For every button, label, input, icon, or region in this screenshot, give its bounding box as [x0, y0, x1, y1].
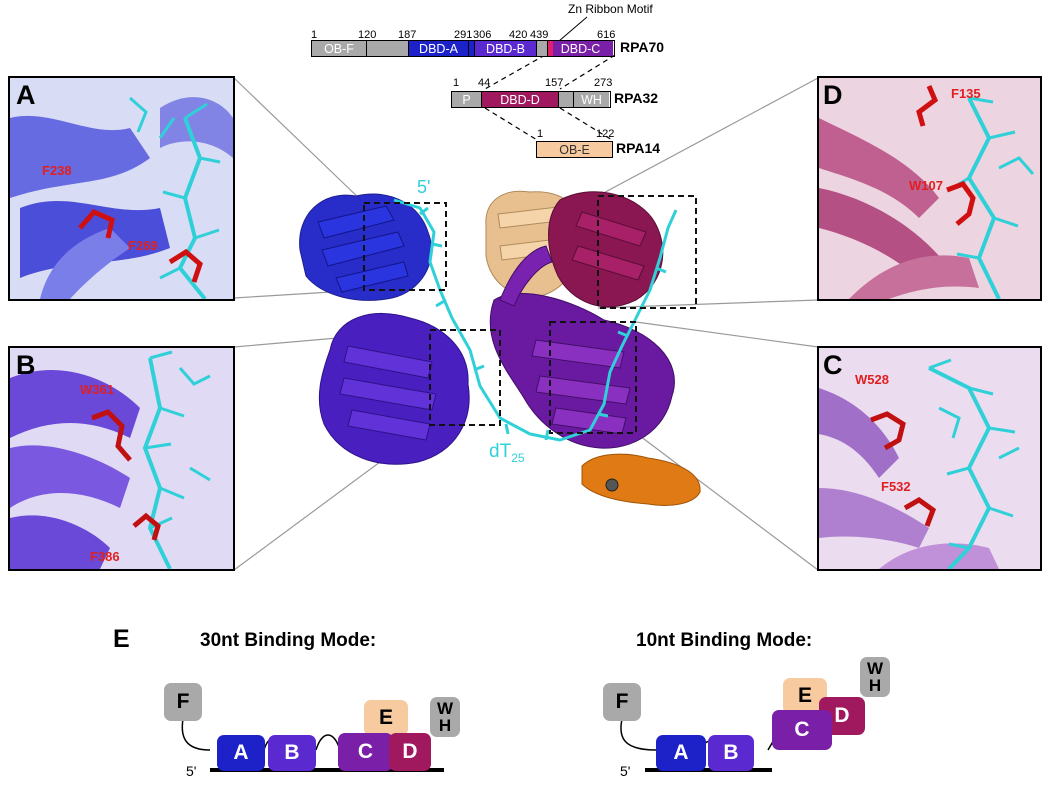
- seg-dbd-a: DBD-A: [409, 41, 469, 56]
- zn-motif-mark: [548, 41, 553, 56]
- dbd-d-structure: [548, 191, 664, 308]
- block-a-30: A: [217, 735, 265, 771]
- block-e-30: E: [364, 700, 408, 736]
- seg-wh: WH: [574, 92, 609, 107]
- ssdna-structure: [393, 198, 678, 442]
- mode-10nt-title: 10nt Binding Mode:: [636, 630, 813, 651]
- seg-ob-e: OB-E: [537, 142, 612, 157]
- panel-c-letter: C: [823, 350, 843, 380]
- zoom-lines: [233, 77, 819, 571]
- panel-a-art: [10, 96, 233, 299]
- block-b-10: B: [708, 735, 754, 771]
- residue-f532: F532: [881, 479, 911, 494]
- rpa14-tick: 1: [537, 128, 544, 140]
- rpa14-bar: OB-E: [536, 141, 613, 158]
- seg-ob-f: OB-F: [312, 41, 367, 56]
- panel-d: D F135 W107: [817, 76, 1042, 301]
- block-d-30: D: [389, 733, 431, 771]
- panel-b-art: [10, 350, 211, 569]
- rpa70-tick: 420: [509, 29, 528, 41]
- residue-w528: W528: [855, 372, 889, 387]
- rpa14-tick: 122: [596, 128, 615, 140]
- block-f-30: F: [164, 683, 202, 721]
- block-c-30: C: [338, 733, 393, 771]
- dt25-label: dT25: [489, 441, 525, 465]
- rpa-structure: [233, 77, 819, 571]
- rpa70-tick: 439: [530, 29, 549, 41]
- dt-sub: 25: [511, 450, 525, 465]
- zoom-boxes: [363, 195, 697, 434]
- five-prime-label: 5': [417, 177, 431, 197]
- block-wh-30: W H: [430, 697, 460, 737]
- panel-c: C W528 F532: [817, 346, 1042, 571]
- rpa32-label: RPA32: [614, 90, 659, 106]
- residue-w361: W361: [80, 382, 114, 397]
- panel-a-letter: A: [16, 80, 36, 110]
- panel-d-letter: D: [823, 80, 843, 110]
- rpa70-tick: 306: [473, 29, 492, 41]
- five-prime-10: 5': [620, 763, 631, 779]
- block-w-30: W: [436, 699, 454, 718]
- rpa70-bar: OB-F DBD-A DBD-B DBD-C: [311, 40, 615, 57]
- seg-dbd-b: DBD-B: [475, 41, 537, 56]
- residue-f386: F386: [90, 549, 120, 564]
- rpa70-tick: 291: [454, 29, 473, 41]
- seg-dbd-c: DBD-C: [548, 41, 613, 56]
- seg-p: P: [452, 92, 482, 107]
- panel-d-art: [819, 85, 1035, 299]
- residue-w107: W107: [909, 178, 943, 193]
- rpa32-tick: 273: [594, 77, 613, 89]
- block-h-10: H: [868, 676, 882, 695]
- panel-e-letter: E: [113, 625, 130, 653]
- rpa70-tick: 187: [398, 29, 417, 41]
- residue-f238: F238: [42, 163, 72, 178]
- panel-b: B W361 F386: [8, 346, 235, 571]
- zn-ribbon-label: Zn Ribbon Motif: [568, 2, 653, 16]
- rpa70-label: RPA70: [620, 39, 665, 55]
- rpa70-tick: 616: [597, 29, 616, 41]
- zn-ribbon-structure: [581, 453, 701, 506]
- block-w-10: W: [866, 659, 884, 678]
- seg-linker-1: [367, 41, 409, 56]
- dt-base: dT: [489, 441, 512, 462]
- rpa70-tick: 1: [311, 29, 318, 41]
- residue-f269: F269: [128, 238, 158, 253]
- seg-dbd-d: DBD-D: [482, 92, 559, 107]
- block-b-30: B: [268, 735, 316, 771]
- block-f-10: F: [603, 683, 641, 721]
- dbd-a-structure: [299, 193, 433, 301]
- block-wh-10: W H: [860, 657, 890, 697]
- panel-c-art: [819, 358, 1020, 569]
- rpa32-tick: 157: [545, 77, 564, 89]
- panel-a: A F238 F269: [8, 76, 235, 301]
- block-a-10: A: [656, 735, 706, 771]
- rpa70-tick: 120: [358, 29, 377, 41]
- five-prime-30: 5': [186, 763, 197, 779]
- dbd-b-structure: [318, 312, 470, 465]
- seg-linker-2: [469, 41, 475, 56]
- block-h-30: H: [438, 716, 452, 735]
- rpa32-bar: P DBD-D WH: [451, 91, 611, 108]
- residue-f135: F135: [951, 86, 981, 101]
- rpa32-tick: 44: [478, 77, 491, 89]
- rpa32-tick: 1: [453, 77, 460, 89]
- panel-b-letter: B: [16, 350, 36, 380]
- seg-linker-3: [537, 41, 548, 56]
- rpa14-label: RPA14: [616, 140, 661, 156]
- seg-linker-4: [559, 92, 574, 107]
- mode-30nt-title: 30nt Binding Mode:: [200, 630, 377, 651]
- block-c-10: C: [772, 710, 832, 750]
